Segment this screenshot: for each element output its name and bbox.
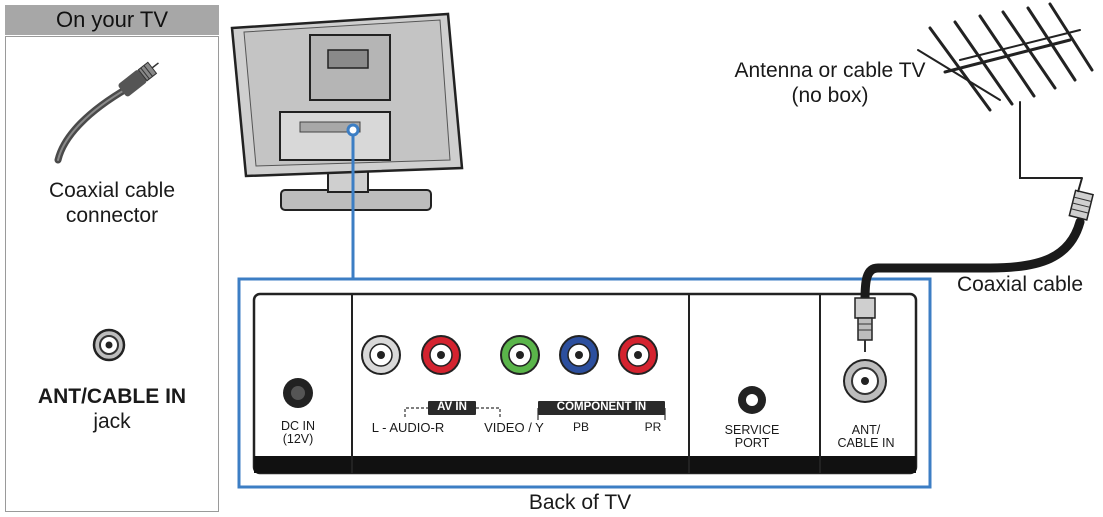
dc-in-jack [283, 378, 313, 408]
legend-panel [5, 36, 219, 512]
ant-jack-label: ANT/CABLE IN jack [37, 385, 187, 433]
coaxial-cable [854, 177, 1094, 352]
coaxial-cable-label: Coaxial cable [956, 273, 1084, 296]
pr-label: PR [644, 420, 662, 434]
pr-jack [618, 335, 658, 375]
audio-label: L - AUDIO-R [371, 420, 445, 435]
pb-label: PB [572, 420, 589, 434]
component-in-label-bg [538, 401, 665, 415]
dc-in-label: DC IN(12V) [280, 419, 316, 446]
audio-l-jack [361, 335, 401, 375]
legend-header: On your TV [5, 5, 219, 35]
ant-cable-in-label: ANT/CABLE IN [837, 423, 895, 450]
audio-r-jack [421, 335, 461, 375]
video-y-jack [500, 335, 540, 375]
service-port-jack [738, 386, 766, 414]
coaxial-connector-icon [54, 61, 159, 164]
back-panel [252, 292, 918, 475]
video-y-label: VIDEO / Y [484, 420, 544, 435]
av-in-label: AV IN [437, 401, 467, 413]
ant-cable-in-jack-icon [92, 328, 126, 362]
back-of-tv-label: Back of TV [528, 491, 632, 514]
component-in-label: COMPONENT IN [556, 401, 647, 413]
coaxial-connector-label: Coaxial cable connector [48, 179, 176, 227]
antenna-label: Antenna or cable TV (no box) [734, 59, 926, 107]
back-panel-frame [237, 277, 932, 489]
av-in-label-bg [428, 401, 476, 415]
ant-cable-in-jack [843, 359, 887, 403]
tv-back-illustration [230, 12, 464, 211]
pb-jack [559, 335, 599, 375]
antenna-icon [917, 2, 1094, 179]
